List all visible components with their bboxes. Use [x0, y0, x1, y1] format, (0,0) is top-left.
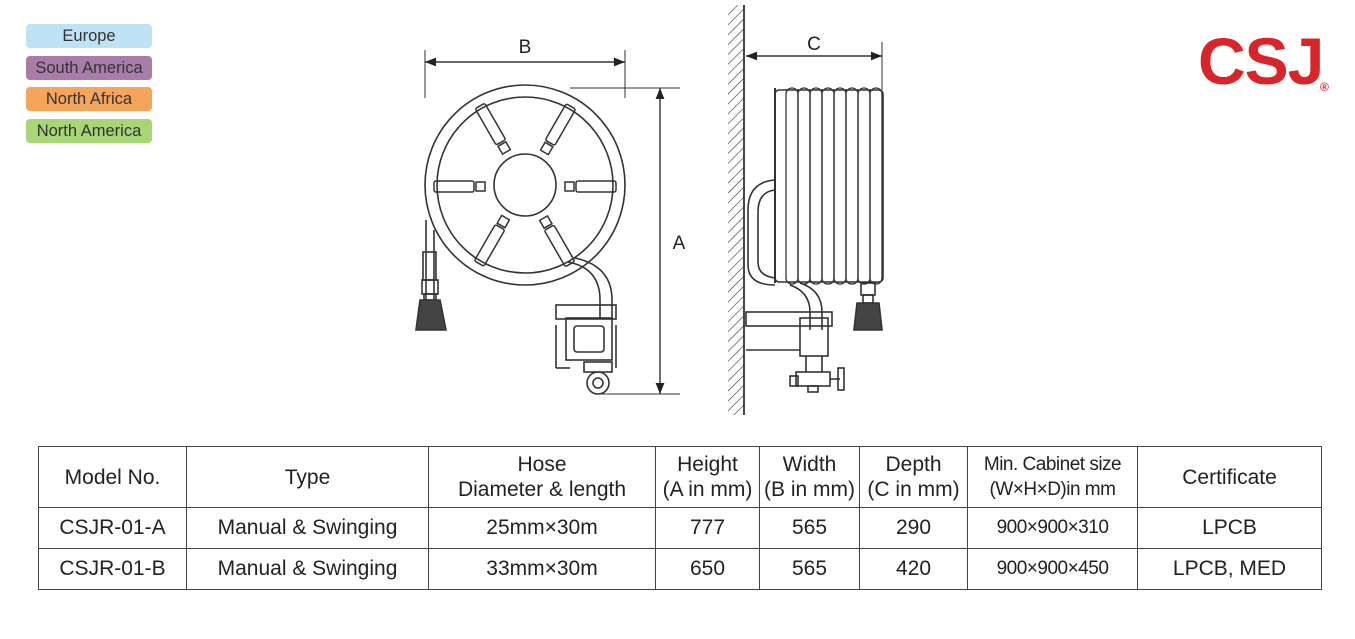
cell-width: 565 [759, 548, 860, 590]
cell-height: 777 [655, 507, 760, 549]
cell-depth: 290 [859, 507, 968, 549]
label-c: C [807, 34, 821, 55]
region-badge-north-america: North America [26, 118, 152, 143]
cell-width: 565 [759, 507, 860, 549]
table-row: CSJR-01-A Manual & Swinging 25mm×30m 777… [38, 507, 1322, 549]
registered-mark: ® [1320, 80, 1329, 94]
front-view [415, 50, 680, 395]
cell-hose: 25mm×30m [428, 507, 656, 549]
cell-type: Manual & Swinging [186, 507, 429, 549]
region-legend: Europe South America North Africa North … [26, 24, 152, 150]
header-model: Model No. [38, 446, 187, 508]
cell-height: 650 [655, 548, 760, 590]
side-view [728, 5, 884, 415]
label-a: A [673, 233, 686, 254]
logo-text: CSJ [1198, 24, 1324, 98]
cell-certificate: LPCB [1137, 507, 1322, 549]
region-badge-europe: Europe [26, 24, 152, 48]
region-badge-south-america: South America [26, 55, 152, 80]
cell-model: CSJR-01-B [38, 548, 187, 590]
header-depth: Depth(C in mm) [859, 446, 968, 508]
cell-hose: 33mm×30m [428, 548, 656, 590]
header-height: Height(A in mm) [655, 446, 760, 508]
cell-cabinet: 900×900×450 [967, 548, 1138, 590]
header-cabinet: Min. Cabinet size(W×H×D)in mm [967, 446, 1138, 508]
cell-certificate: LPCB, MED [1137, 548, 1322, 590]
table-row: CSJR-01-B Manual & Swinging 33mm×30m 650… [38, 548, 1322, 590]
cell-type: Manual & Swinging [186, 548, 429, 590]
label-b: B [519, 37, 532, 58]
cell-cabinet: 900×900×310 [967, 507, 1138, 549]
header-certificate: Certificate [1137, 446, 1322, 508]
brand-logo: CSJ ® [1198, 24, 1333, 100]
cell-depth: 420 [859, 548, 968, 590]
header-type: Type [186, 446, 429, 508]
region-badge-north-africa: North Africa [26, 87, 152, 111]
header-width: Width(B in mm) [759, 446, 860, 508]
hose-reel-drawing: B A C [415, 5, 884, 415]
cell-model: CSJR-01-A [38, 507, 187, 549]
